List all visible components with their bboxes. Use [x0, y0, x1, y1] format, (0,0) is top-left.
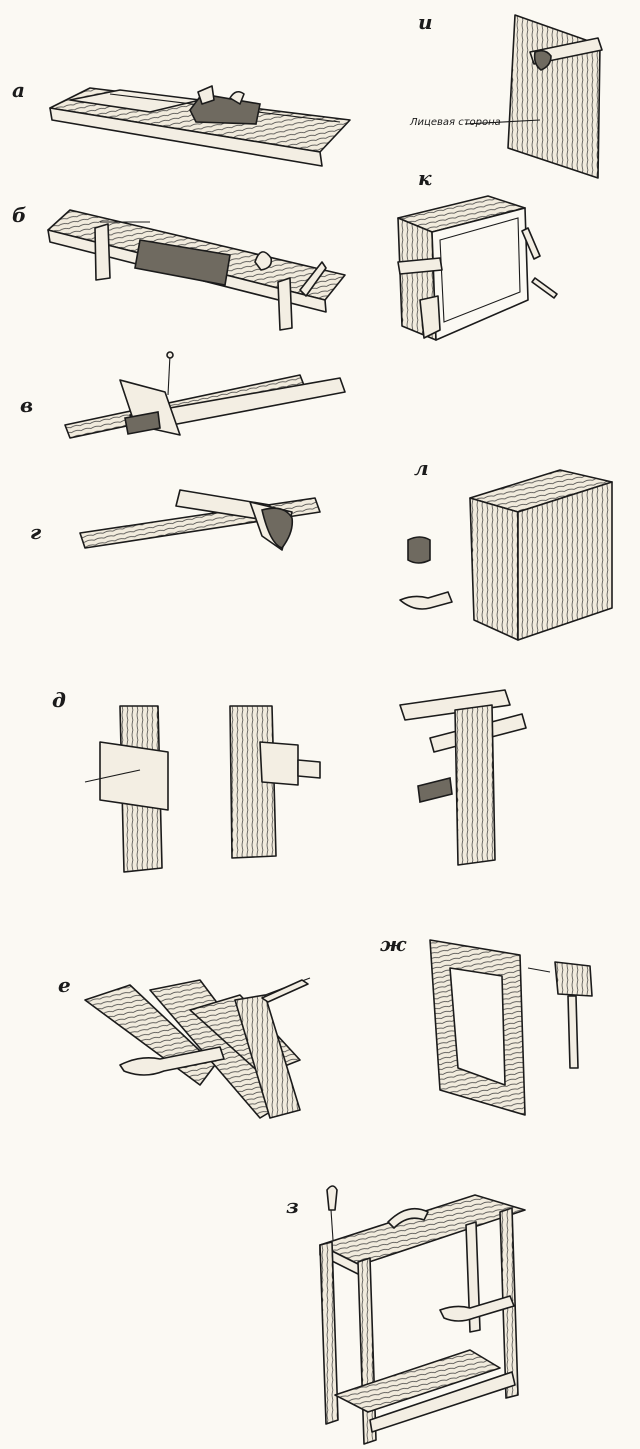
face-side-caption: Лицевая сторона [410, 117, 501, 128]
step-k-box-frame [397, 195, 558, 341]
label-step-v: в [20, 393, 34, 417]
step-z-assembled-stool [319, 1185, 526, 1445]
label-step-b: б [12, 203, 27, 227]
step-i-panel-face-side [464, 14, 603, 179]
label-step-l: л [414, 456, 429, 480]
step-d-tenon-posts [84, 689, 527, 873]
label-step-zh: ж [380, 932, 407, 956]
label-step-e: е [58, 973, 71, 997]
step-zh-frame-mallet [429, 939, 593, 1116]
step-b-board-on-bench [47, 209, 346, 331]
step-v-marking-square [64, 351, 346, 439]
step-g-sawing [79, 489, 321, 551]
label-step-i: и [418, 10, 433, 34]
step-a-planing-board [49, 85, 351, 167]
label-step-k: к [418, 166, 432, 190]
label-step-d: д [52, 688, 66, 712]
step-l-finished-box [399, 469, 613, 641]
step-e-bars-pile [84, 977, 311, 1119]
label-step-z: з [286, 1194, 299, 1218]
label-step-g: г [30, 520, 42, 544]
label-step-a: а [12, 78, 25, 102]
